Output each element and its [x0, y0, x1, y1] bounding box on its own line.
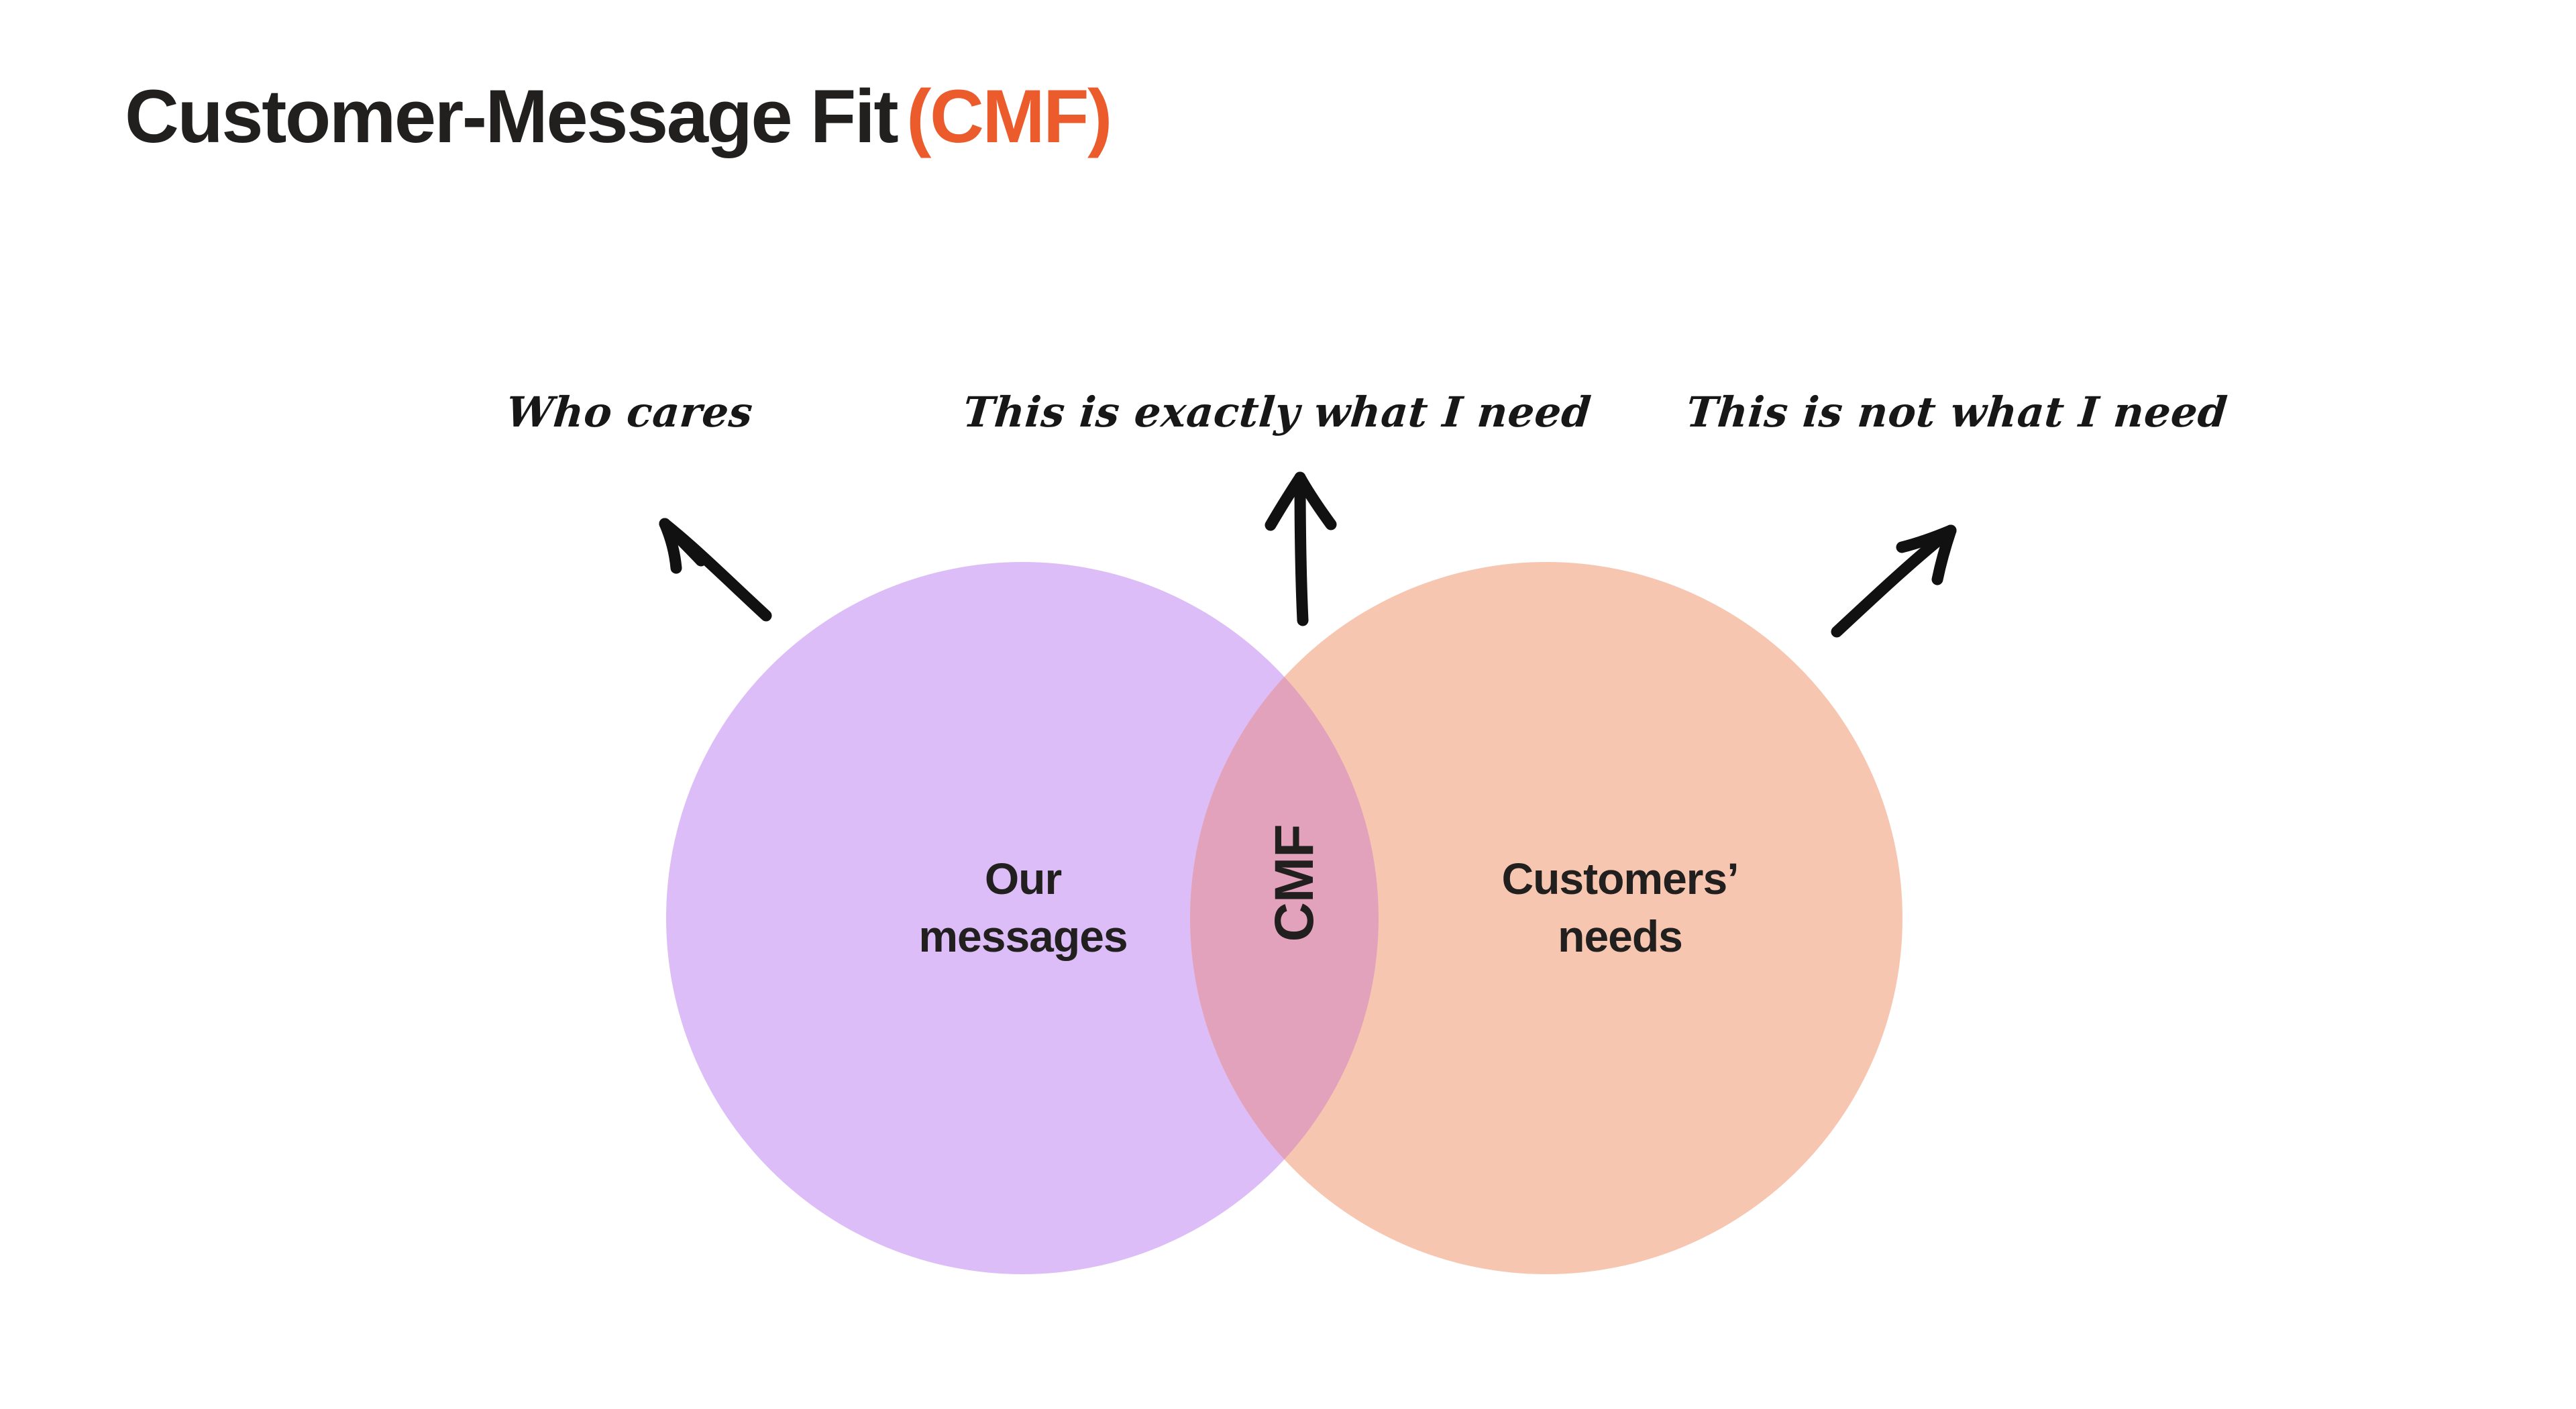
venn-circle-left	[666, 562, 1379, 1274]
annotation-exactly-what-i-need: This is exactly what I need	[961, 388, 1593, 437]
venn-label-customers-needs: Customers’ needs	[1501, 854, 1739, 961]
annotation-who-cares: Who cares	[504, 388, 755, 437]
venn-label-cmf: CMF	[1264, 824, 1325, 942]
venn-circle-right	[1190, 562, 1902, 1274]
venn-label-our-messages: Our messages	[918, 854, 1128, 961]
page-title-main: Customer-Message Fit	[125, 74, 899, 158]
arrow-up-left-icon	[659, 518, 772, 622]
page-title: Customer-Message Fit(CMF)	[125, 79, 1112, 154]
page-title-accent: (CMF)	[906, 74, 1112, 158]
arrow-up-right-icon	[1831, 524, 1957, 638]
arrow-up-icon	[1265, 471, 1337, 626]
annotation-not-what-i-need: This is not what I need	[1684, 388, 2230, 437]
